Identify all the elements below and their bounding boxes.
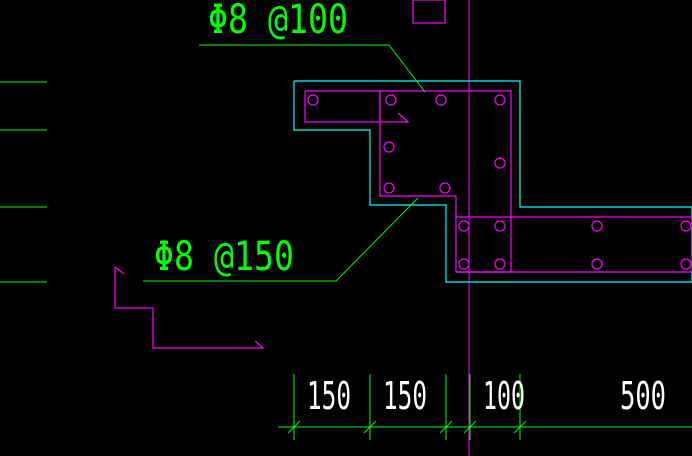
dimension-tick [287, 420, 301, 434]
left-stirrup-leg [304, 91, 380, 123]
dimension-line-group [278, 374, 692, 440]
stirrup-hook [379, 91, 410, 123]
stirrups [304, 90, 692, 273]
dimension-tick [363, 420, 377, 434]
rebar-bar [494, 220, 506, 232]
rebar-bar [591, 220, 603, 232]
dimension-tick [463, 420, 477, 434]
outer-stirrup [305, 90, 692, 273]
rebar-bar [680, 220, 692, 232]
dimension-label: 100 [483, 374, 525, 418]
dimension-labels: 150 150 100 500 [307, 374, 666, 418]
leader-mid [143, 197, 419, 282]
rebar-bar [591, 258, 603, 270]
dimension-label: 150 [307, 374, 351, 418]
rebar-bar [494, 157, 506, 169]
leader-lines [143, 44, 426, 282]
annotation-top-rebar: Φ8 @100 [208, 0, 348, 43]
dimension-tick [439, 420, 453, 434]
concrete-outline [293, 80, 692, 283]
rebar-bar [435, 94, 447, 106]
rebar-bar [307, 94, 319, 106]
annotation-mid-rebar: Φ8 @150 [154, 234, 294, 280]
left-reference-lines [0, 81, 47, 283]
column-section-mark [412, 0, 446, 24]
rebar-bars [307, 94, 692, 270]
rebar-bar [458, 258, 470, 270]
dimension-label: 500 [620, 374, 666, 418]
section-break-line [114, 267, 265, 349]
rebar-bar [494, 258, 506, 270]
rebar-bar [439, 182, 451, 194]
dimension-label: 150 [383, 374, 427, 418]
rebar-bar [383, 182, 395, 194]
rebar-bar [680, 258, 692, 270]
leader-top [199, 44, 426, 93]
rebar-bar [458, 220, 470, 232]
section-break-tick [114, 266, 125, 275]
dimension-tick [513, 420, 527, 434]
rebar-bar [494, 94, 506, 106]
rebar-bar [385, 94, 397, 106]
rebar-bar [383, 141, 395, 153]
